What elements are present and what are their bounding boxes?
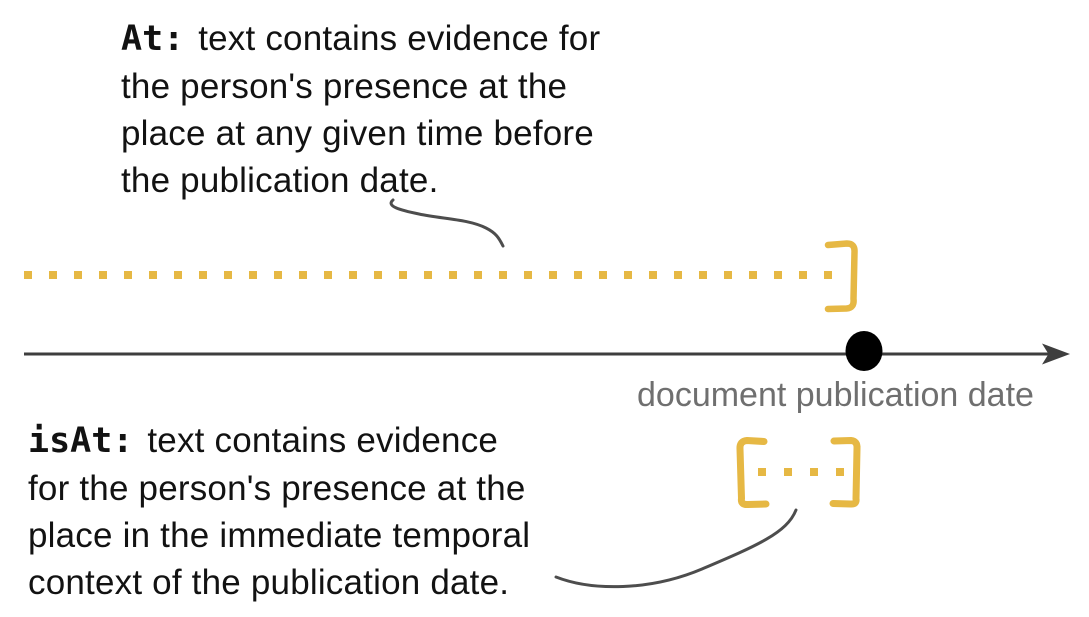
at-annotation-line: the publication date.: [121, 161, 439, 200]
isat-relation-label: isAt:: [28, 421, 134, 461]
at-annotation-text: text contains evidence for: [198, 19, 601, 58]
isat-annotation: isAt: text contains evidence for the pers…: [28, 417, 530, 606]
isat-annotation-line: context of the publication date.: [28, 563, 510, 602]
isat-interval-closing-bracket-icon: [829, 437, 861, 508]
publication-date-axis-label: document publication date: [637, 376, 1034, 414]
at-interval-closing-bracket-icon: [824, 240, 858, 313]
isat-annotation-line: isAt: text contains evidence: [28, 417, 530, 465]
isat-annotation-text: text contains evidence: [147, 421, 499, 460]
timeline-arrowhead-icon: [1042, 343, 1070, 365]
publication-date-dot: [845, 331, 883, 371]
isat-interval-dot: [758, 468, 766, 476]
at-relation-label: At:: [121, 19, 185, 59]
isat-annotation-line: place in the immediate temporal: [28, 516, 531, 555]
isat-connector-curve: [554, 508, 798, 589]
isat-interval-opening-bracket-icon: [736, 437, 770, 509]
isat-interval-dot: [836, 468, 844, 476]
at-annotation-line: the person's presence at the: [121, 67, 568, 106]
at-connector-curve: [389, 198, 505, 248]
at-annotation-line: place at any given time before: [121, 114, 594, 153]
isat-interval-dot: [810, 468, 818, 476]
at-annotation-line: At: text contains evidence for: [121, 15, 600, 63]
at-annotation: At: text contains evidence for the person…: [121, 15, 600, 204]
isat-annotation-line: for the person's presence at the: [28, 469, 526, 508]
isat-interval-dot: [784, 468, 792, 476]
